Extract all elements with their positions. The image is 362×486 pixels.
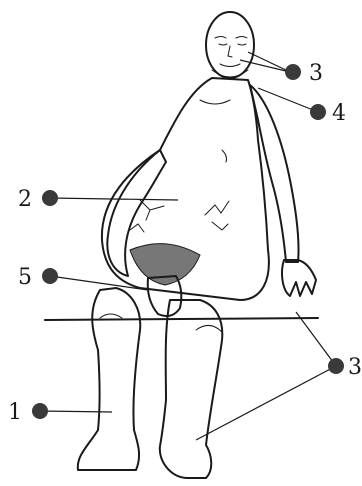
right-arm: [250, 85, 299, 262]
callout-dot-2: [42, 190, 58, 206]
label-4: 4: [332, 101, 346, 126]
callout-dot-4: [310, 104, 326, 120]
leader-label-3-head-b: [248, 52, 290, 72]
head: [206, 12, 254, 78]
seat-line: [45, 318, 318, 320]
abdominal-veins: [130, 200, 229, 232]
left-leg: [78, 288, 140, 470]
leader-label-1: [40, 411, 112, 412]
label-2: 2: [18, 187, 32, 212]
right-hand: [282, 260, 316, 296]
callout-dot-1: [32, 403, 48, 419]
leader-label-2: [50, 198, 178, 200]
label-5: 5: [18, 265, 32, 290]
leader-label-5: [50, 276, 148, 290]
label-3-limbs: 3: [348, 355, 362, 380]
callout-dot-5: [42, 268, 58, 284]
genital-region: [130, 244, 200, 316]
label-1: 1: [8, 400, 22, 425]
callout-dot-3-limbs: [328, 358, 344, 374]
leader-label-3-limbs-a: [296, 312, 336, 366]
callout-dot-3-head: [285, 64, 301, 80]
right-leg: [160, 300, 223, 478]
label-3-head: 3: [309, 61, 323, 86]
